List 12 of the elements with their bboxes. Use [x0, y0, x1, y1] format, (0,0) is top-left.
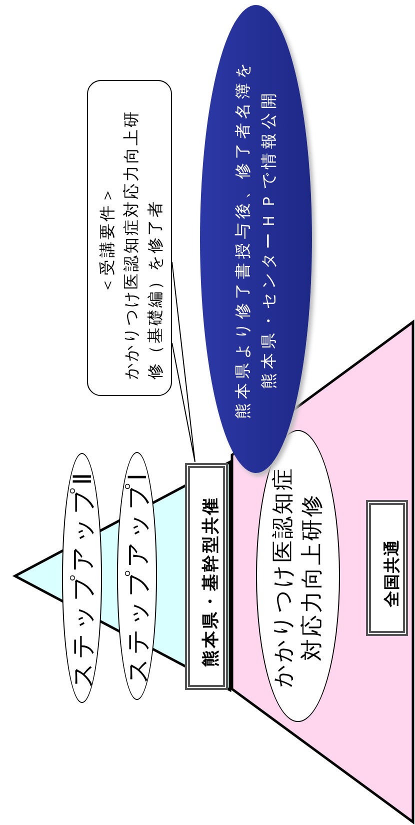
title-box [185, 463, 228, 690]
heading-text: ＜受講要件＞ [96, 184, 116, 295]
body-text: かかりつけ医認知症対応力向上研修（基礎編）を修了者 [120, 108, 164, 379]
label-text: かかりつけ医認知症対応力向上研修 [270, 466, 326, 690]
label-text: 熊本県より修了書授与後、修了者名簿を熊本県・センターＨＰで情報公開 [232, 58, 279, 421]
label-text: ステップアップⅡ [68, 468, 98, 690]
label-text: ステップアップⅠ [123, 469, 153, 686]
callout-pointer [172, 262, 196, 462]
callout-box [87, 80, 172, 396]
label-box [366, 500, 408, 636]
label-text: 熊本県・基幹型共催 [201, 495, 222, 669]
label-text: 全国共通 [382, 538, 402, 610]
